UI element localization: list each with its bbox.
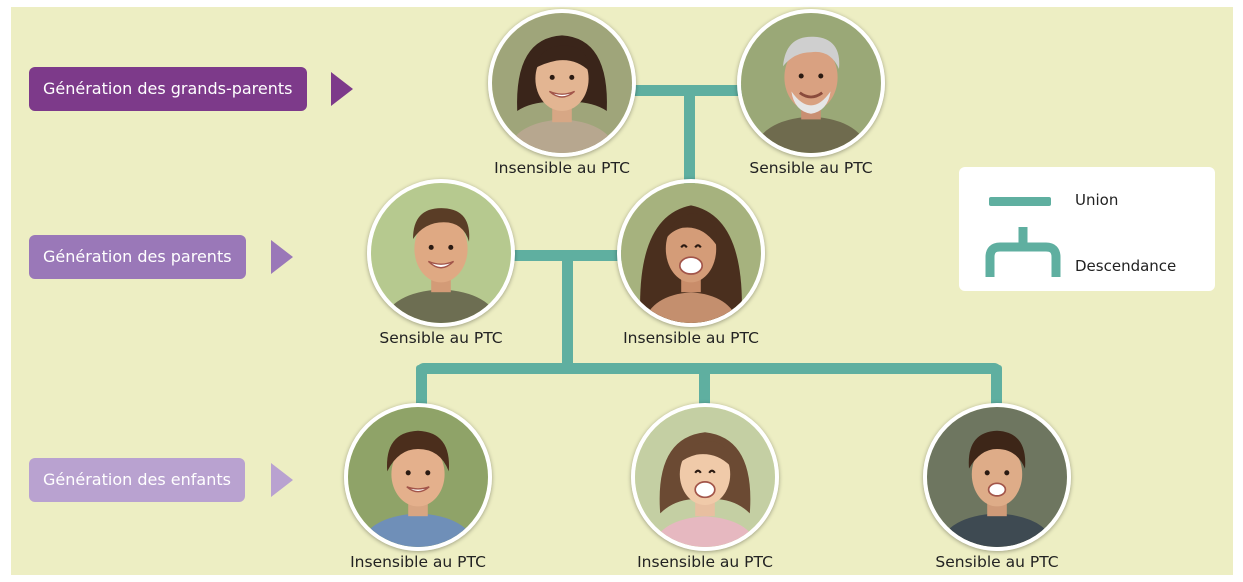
man-portrait-icon [741,13,881,153]
child1-drop-line [416,365,427,407]
man-portrait-icon [371,183,511,323]
person-father: Sensible au PTC [361,179,521,347]
legend-union-swatch [989,197,1051,206]
portrait-child-3 [923,403,1071,551]
caption-child-3: Sensible au PTC [935,553,1059,571]
child2-drop-line [699,365,710,407]
girl-portrait-icon [635,407,775,547]
caption-father: Sensible au PTC [379,329,503,347]
portrait-grandfather [737,9,885,157]
gen-label-parents: Génération des parents [29,235,246,279]
pedigree-canvas: Génération des grands-parents Génération… [11,7,1233,575]
portrait-grandmother [488,9,636,157]
legend: Union Descendance [959,167,1215,291]
gen-label-children: Génération des enfants [29,458,245,502]
gen-label-grandparents: Génération des grands-parents [29,67,307,111]
boy-portrait-icon [927,407,1067,547]
legend-descendance-swatch [985,227,1061,277]
portrait-mother [617,179,765,327]
person-grandfather: Sensible au PTC [731,9,891,177]
caption-grandmother: Insensible au PTC [494,159,630,177]
portrait-father [367,179,515,327]
caption-mother: Insensible au PTC [623,329,759,347]
grandparents-descent-line [684,87,695,197]
legend-union-label: Union [1075,191,1119,209]
caption-grandfather: Sensible au PTC [749,159,873,177]
boy-portrait-icon [348,407,488,547]
caption-child-1: Insensible au PTC [350,553,486,571]
parents-descent-line [562,252,573,369]
legend-descendance-label: Descendance [1075,257,1177,275]
portrait-child-2 [631,403,779,551]
person-mother: Insensible au PTC [611,179,771,347]
person-child-3: Sensible au PTC [917,403,1077,571]
woman-portrait-icon [492,13,632,153]
child3-drop-line [991,365,1002,407]
woman-portrait-icon [621,183,761,323]
person-child-1: Insensible au PTC [338,403,498,571]
portrait-child-1 [344,403,492,551]
gen-arrow-grandparents [331,72,353,106]
gen-arrow-parents [271,240,293,274]
person-child-2: Insensible au PTC [625,403,785,571]
person-grandmother: Insensible au PTC [482,9,642,177]
caption-child-2: Insensible au PTC [637,553,773,571]
gen-arrow-children [271,463,293,497]
